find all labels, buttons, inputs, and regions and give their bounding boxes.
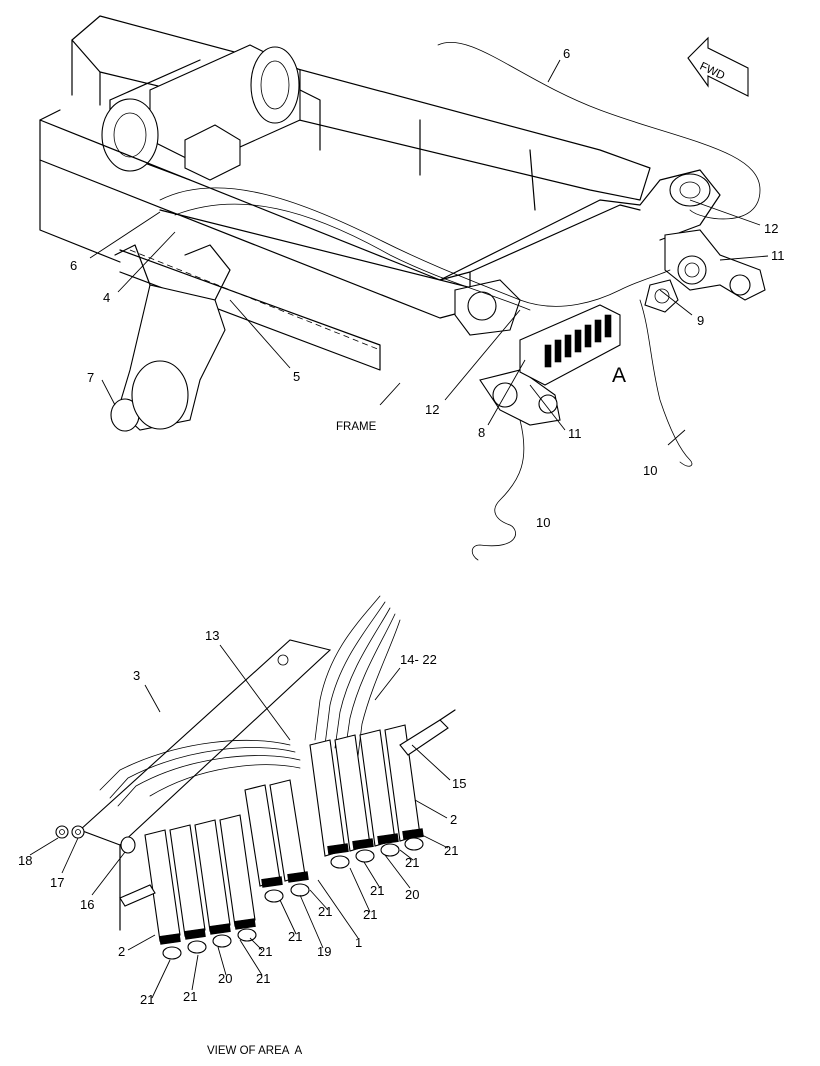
callout-11-lower: 11: [568, 426, 582, 441]
washer-18: [55, 825, 69, 839]
fwd-direction-arrow: FWD: [687, 36, 749, 97]
right-valve-bank: [309, 709, 456, 869]
valve-bank-small: [544, 314, 612, 368]
callout-6-left: 6: [70, 258, 77, 273]
callout-21-c: 21: [370, 883, 384, 898]
callout-16: 16: [80, 897, 94, 912]
callout-21-i: 21: [183, 989, 197, 1004]
frame-assembly-illustration: [39, 15, 766, 561]
callout-21-b: 21: [405, 855, 419, 870]
upper-callouts: 6 6 4 5 7 12 12 11 11 9 8 10 10 FRAME A: [70, 46, 785, 530]
frame-label: FRAME: [336, 421, 377, 433]
callout-21-g: 21: [258, 944, 272, 959]
callout-2-right: 2: [450, 812, 457, 827]
bolt-16: [120, 836, 136, 854]
callout-9: 9: [697, 313, 704, 328]
upper-leaders: [89, 59, 769, 446]
callout-15: 15: [452, 776, 466, 791]
callout-4: 4: [103, 290, 110, 305]
callout-7: 7: [87, 370, 94, 385]
callout-3: 3: [133, 668, 140, 683]
callout-13: 13: [205, 628, 219, 643]
callout-21-h: 21: [256, 971, 270, 986]
detail-leaders: [29, 644, 451, 999]
callout-10-lower: 10: [536, 515, 550, 530]
callout-21-e: 21: [318, 904, 332, 919]
callout-14-22: 14- 22: [400, 652, 437, 667]
left-valve-bank: [119, 814, 257, 960]
callout-19: 19: [317, 944, 331, 959]
callout-1: 1: [355, 935, 362, 950]
callout-5: 5: [293, 369, 300, 384]
washer-17: [71, 825, 85, 839]
callout-21-j: 21: [140, 992, 154, 1007]
callout-2-left: 2: [118, 944, 125, 959]
callout-21-d: 21: [363, 907, 377, 922]
callout-8: 8: [478, 425, 485, 440]
view-caption: VIEW OF AREA A: [207, 1045, 303, 1057]
callout-11-right: 11: [771, 248, 785, 263]
valve-bank-detail-illustration: [55, 595, 456, 960]
callout-18: 18: [18, 853, 32, 868]
detail-callouts: 13 3 14- 22 15 2 21 21 20 21 21 21 1 19 …: [18, 628, 466, 1057]
callout-12-upper: 12: [764, 221, 778, 236]
callout-21-f: 21: [288, 929, 302, 944]
area-a-marker: A: [612, 364, 626, 387]
callout-17: 17: [50, 875, 64, 890]
callout-12-lower: 12: [425, 402, 439, 417]
callout-10-right: 10: [643, 463, 657, 478]
callout-20-right: 20: [405, 887, 419, 902]
middle-valve-bank: [244, 779, 310, 903]
callout-20-left: 20: [218, 971, 232, 986]
callout-6-top: 6: [563, 46, 570, 61]
callout-21-a: 21: [444, 843, 458, 858]
